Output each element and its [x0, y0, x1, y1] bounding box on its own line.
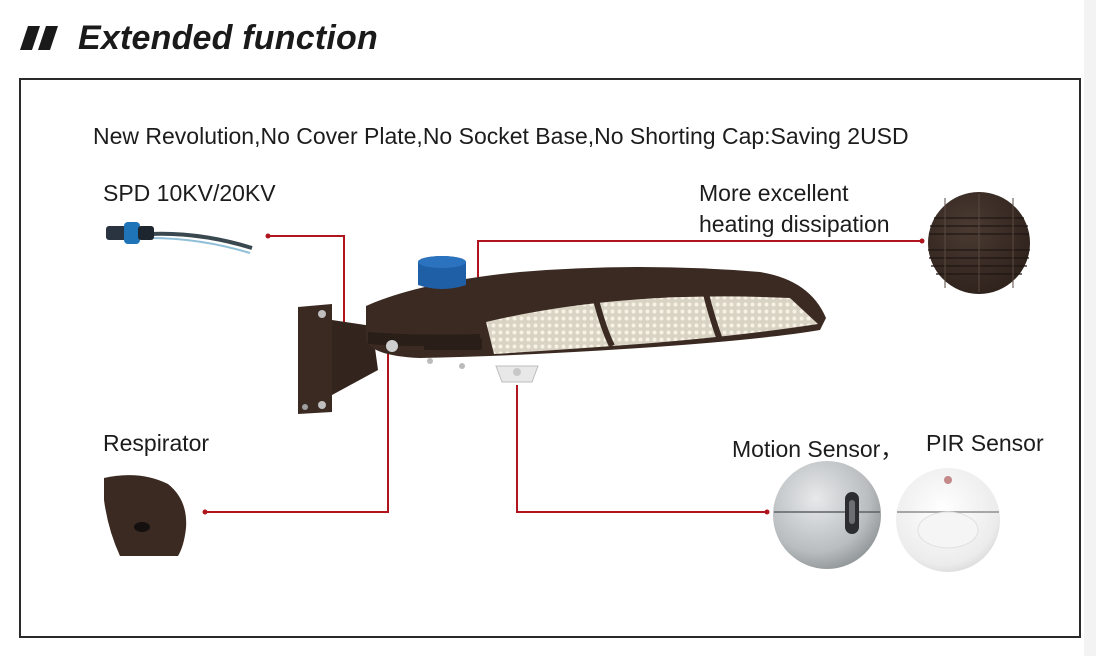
heat-sink-image	[928, 192, 1030, 294]
pir-sensor-image	[896, 468, 1000, 572]
page-title: Extended function	[78, 19, 378, 57]
headline-text: New Revolution,No Cover Plate,No Socket …	[93, 123, 909, 149]
street-light-fixture	[298, 256, 826, 414]
title-slash-icon	[20, 26, 58, 50]
pir-sensor-label: PIR Sensor	[926, 430, 1044, 456]
heat-dissipation-label-line1: More excellent	[699, 180, 849, 206]
heat-dissipation-label-line2: heating dissipation	[699, 211, 890, 237]
spd-label: SPD 10KV/20KV	[103, 180, 276, 206]
feature-panel	[19, 78, 1081, 638]
callout-line-motion-sensor	[516, 385, 767, 513]
respirator-image	[104, 475, 187, 556]
respirator-label: Respirator	[103, 430, 210, 456]
page-edge	[1084, 0, 1096, 656]
spd-cable-image	[106, 222, 253, 254]
callout-dots	[202, 233, 925, 515]
callout-line-spd	[268, 235, 345, 342]
motion-sensor-label: Motion Sensor，	[732, 436, 904, 462]
motion-sensor-image	[773, 461, 881, 569]
callout-line-respirator	[205, 343, 389, 513]
